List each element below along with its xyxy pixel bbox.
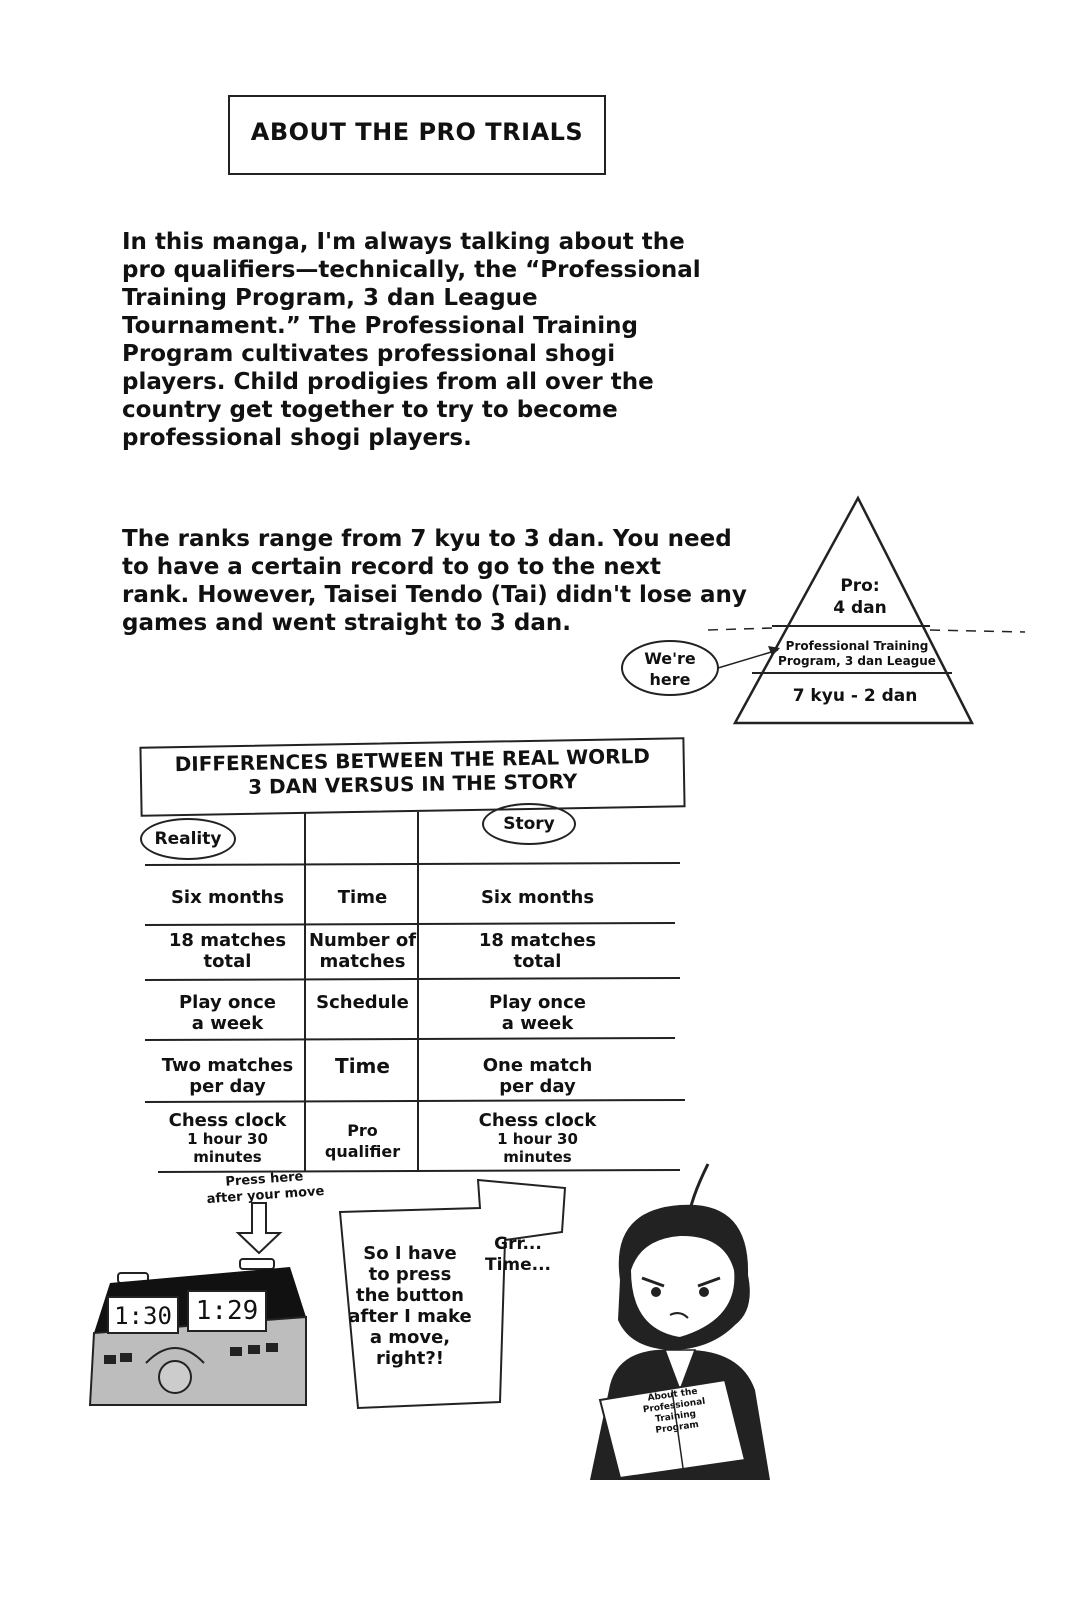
clock-right-time: 1:29 bbox=[195, 1296, 259, 1326]
reality-label: Reality bbox=[140, 818, 236, 860]
text-line: The ranks range from 7 kyu to 3 dan. You… bbox=[122, 526, 732, 552]
text-line: games and went straight to 3 dan. bbox=[122, 610, 572, 636]
text-line: pro qualifiers—technically, the “Profess… bbox=[122, 257, 701, 283]
rank-pyramid bbox=[621, 495, 1026, 725]
speech-bubble bbox=[338, 1178, 567, 1410]
intro-paragraph: In this manga, I'm always talking about … bbox=[122, 228, 782, 452]
text-line: Program cultivates professional shogi bbox=[122, 341, 616, 367]
pyramid-middle-label: Professional Training Program, 3 dan Lea… bbox=[778, 639, 936, 668]
grumble-text: Grr... Time... bbox=[484, 1234, 552, 1275]
text-line: Tournament.” The Professional Training bbox=[122, 313, 638, 339]
character-illustration bbox=[590, 1163, 770, 1480]
pyramid-top-label: Pro: 4 dan bbox=[833, 576, 887, 618]
chess-clock-illustration bbox=[88, 1202, 307, 1406]
text-line: rank. However, Taisei Tendo (Tai) didn't… bbox=[122, 582, 747, 608]
item-cell: Time bbox=[337, 887, 388, 908]
reality-cell: Six months bbox=[170, 887, 285, 908]
we-are-here-label: We're here bbox=[644, 649, 696, 689]
text-line: professional shogi players. bbox=[122, 425, 472, 451]
story-cell: Six months bbox=[480, 887, 595, 908]
story-label: Story bbox=[482, 803, 576, 845]
text-line: Training Program, 3 dan League bbox=[122, 285, 538, 311]
text-line: players. Child prodigies from all over t… bbox=[122, 369, 654, 395]
comparison-table-grid bbox=[144, 812, 686, 1173]
page-title: ABOUT THE PRO TRIALS bbox=[250, 118, 584, 146]
text-line: to have a certain record to go to the ne… bbox=[122, 554, 662, 580]
clock-left-time: 1:30 bbox=[114, 1302, 172, 1330]
title-frame bbox=[228, 95, 606, 175]
item-cell: Time bbox=[335, 1054, 390, 1078]
text-line: country get together to try to become bbox=[122, 397, 618, 423]
text-line: In this manga, I'm always talking about … bbox=[122, 229, 685, 255]
item-cell: Schedule bbox=[316, 992, 409, 1013]
pyramid-bottom-label: 7 kyu - 2 dan bbox=[792, 686, 918, 706]
comparison-title: DIFFERENCES BETWEEN THE REAL WORLD 3 DAN… bbox=[174, 743, 651, 799]
ranks-paragraph: The ranks range from 7 kyu to 3 dan. You… bbox=[122, 525, 782, 637]
speech-text: So I have to press the button after I ma… bbox=[348, 1243, 472, 1369]
